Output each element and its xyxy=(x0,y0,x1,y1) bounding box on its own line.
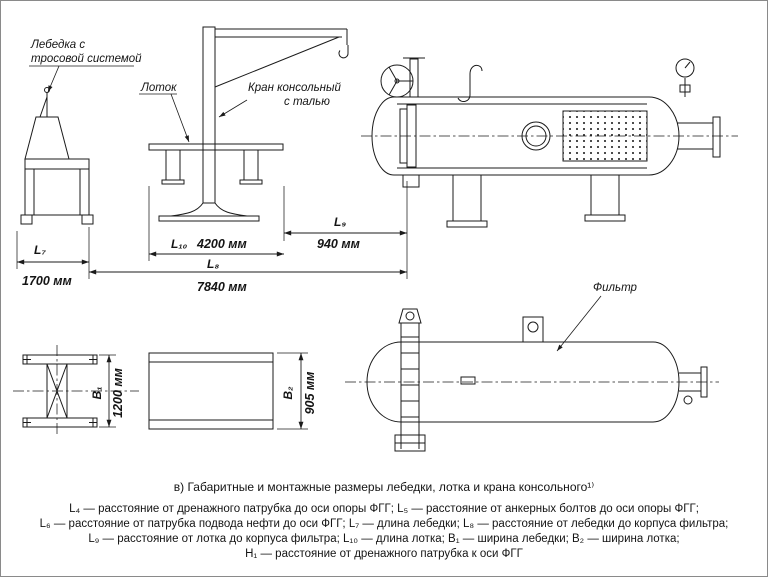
lifting-hook xyxy=(457,64,483,103)
legend-line-3: L₉ — расстояние от лотка до корпуса филь… xyxy=(88,533,680,545)
crane-tray-drawing xyxy=(148,26,349,222)
winch-plan-drawing xyxy=(13,345,139,437)
winch-label-line2: тросовой системой xyxy=(31,53,142,65)
dim-b1-name: B₁ xyxy=(90,387,104,400)
pressure-gauge xyxy=(675,58,695,97)
valve-handwheel xyxy=(380,57,425,98)
legend-line-2: L₆ — расстояние от патрубка подвода нефт… xyxy=(39,518,729,530)
drawing-canvas: Лебедка с тросовой системой Лоток Кран к… xyxy=(13,26,738,452)
winch-label-line1: Лебедка с xyxy=(30,39,85,51)
dimension-lines-top xyxy=(16,181,408,279)
crane-label-line2: с талью xyxy=(284,96,330,108)
legend-block: L₄ — расстояние от дренажного патрубка д… xyxy=(1,502,767,562)
figure-caption: в) Габаритные и монтажные размеры лебедк… xyxy=(173,480,595,494)
dim-b1-value: 1200 мм xyxy=(111,368,125,418)
dim-l10-value: 4200 мм xyxy=(196,237,247,251)
legend-line-4: H₁ — расстояние от дренажного патрубка к… xyxy=(245,548,523,560)
dim-b2-value: 905 мм xyxy=(303,372,317,415)
vessel-drawing xyxy=(361,57,738,228)
filter-drawing xyxy=(345,308,719,452)
dim-l8-value: 7840 мм xyxy=(197,280,247,294)
dim-l7-name: L₇ xyxy=(34,243,46,257)
dim-l9-name: L₉ xyxy=(334,215,346,229)
filter-label: Фильтр xyxy=(593,282,638,294)
legend-line-1: L₄ — расстояние от дренажного патрубка д… xyxy=(69,503,699,515)
dim-l9-value: 940 мм xyxy=(317,237,360,251)
tray-plan-drawing xyxy=(148,352,308,430)
outlet-nozzle xyxy=(677,116,721,158)
dim-l7-value: 1700 мм xyxy=(22,274,72,288)
dim-l10-name: L₁₀ xyxy=(171,237,188,251)
dim-l8-name: L₈ xyxy=(207,257,219,271)
tray-label: Лоток xyxy=(140,82,177,94)
perforated-plate xyxy=(562,110,648,162)
winch-front-drawing xyxy=(20,87,94,225)
filter-winch-mechanism xyxy=(394,308,426,452)
dim-b2-name: B₂ xyxy=(281,386,295,400)
crane-label-line1: Кран консольный xyxy=(248,82,341,94)
